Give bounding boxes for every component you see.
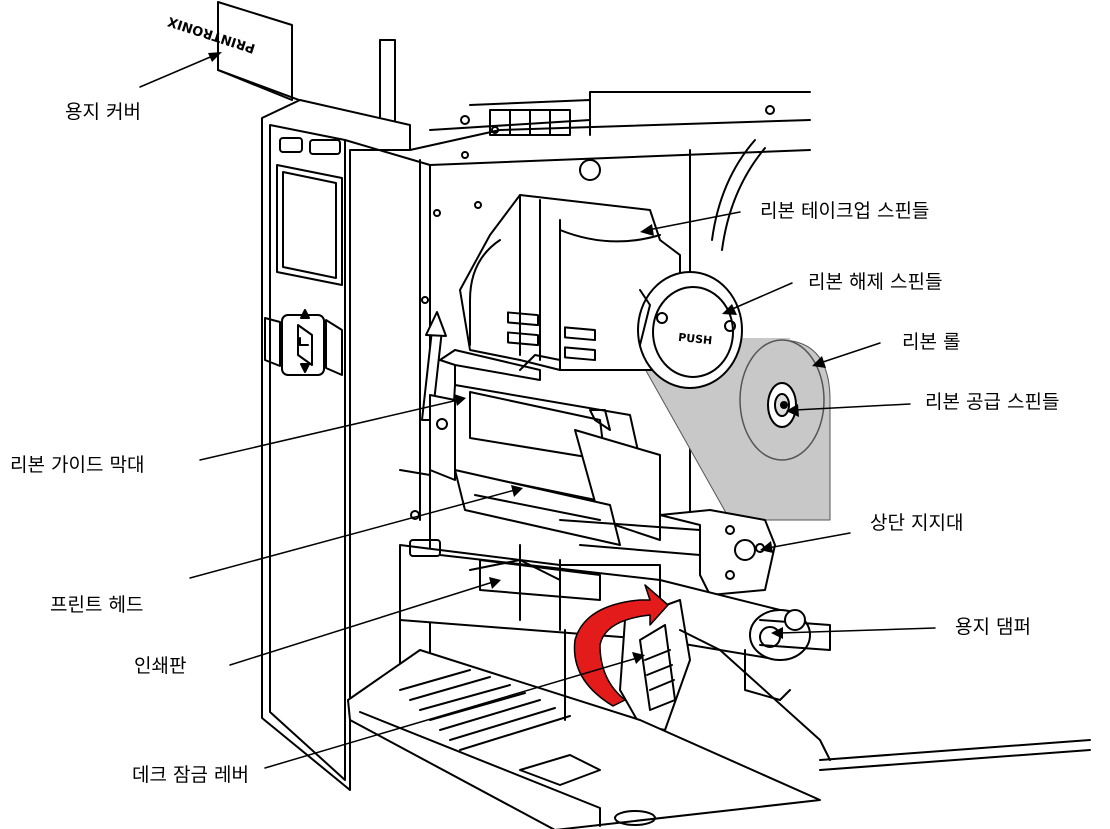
label-top-support: 상단 지지대: [870, 512, 964, 534]
top-support: [559, 509, 776, 596]
label-paper-cover: 용지 커버: [65, 101, 141, 123]
label-ribbon-roll: 리본 롤: [902, 331, 961, 353]
deck-lock-lever: [573, 584, 691, 731]
push-text: PUSH: [678, 331, 713, 347]
printhead-assembly: [399, 349, 661, 561]
label-platen: 인쇄판: [134, 655, 187, 677]
label-ribbon-supply-spindle: 리본 공급 스핀들: [925, 391, 1060, 413]
label-ribbon-release-spindle: 리본 해제 스핀들: [808, 271, 943, 293]
printer-housing: [261, 99, 411, 791]
label-ribbon-guide-bar: 리본 가이드 막대: [10, 454, 145, 476]
label-paper-damper: 용지 댐퍼: [955, 616, 1031, 638]
label-print-head: 프린트 헤드: [50, 594, 144, 616]
rotate-arrow-icon: [573, 584, 669, 707]
ribbon-takeup-spindle: PUSH: [459, 194, 743, 389]
front-tray: [347, 629, 1091, 829]
label-deck-lock-lever: 데크 잠금 레버: [132, 764, 249, 786]
callout-lines: [139, 52, 936, 769]
label-ribbon-takeup-spindle: 리본 테이크업 스핀들: [760, 200, 930, 222]
